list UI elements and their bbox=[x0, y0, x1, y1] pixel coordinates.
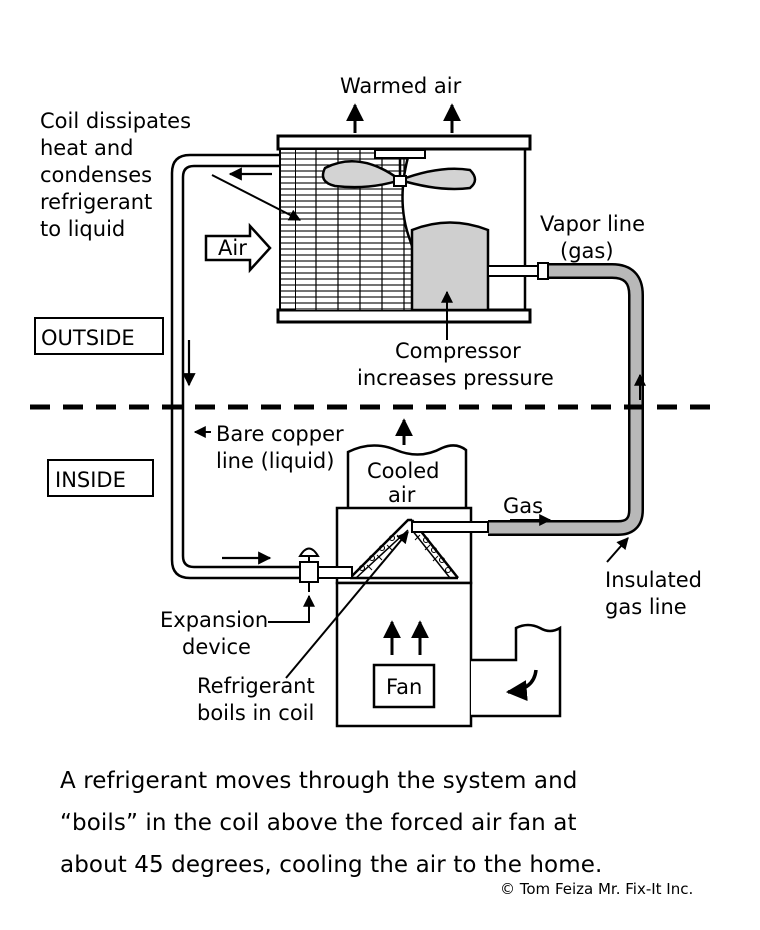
insulated-line-label: Insulated bbox=[605, 568, 702, 592]
leader-lines bbox=[193, 174, 629, 679]
caption-line: about 45 degrees, cooling the air to the… bbox=[60, 852, 603, 878]
fan-label: Fan bbox=[386, 675, 422, 699]
copyright-credit: © Tom Feiza Mr. Fix-It Inc. bbox=[500, 880, 694, 898]
outside-label-box bbox=[34, 317, 164, 355]
indoor-furnace bbox=[298, 444, 562, 728]
refrigerant-boils-label: Refrigerant bbox=[197, 674, 315, 698]
air-intake-arrow bbox=[204, 222, 272, 274]
compressor-label: Compressor bbox=[395, 339, 521, 363]
coil-note-line: to liquid bbox=[40, 217, 125, 241]
compressor-label: increases pressure bbox=[357, 366, 554, 390]
insulated-line-label: gas line bbox=[605, 595, 687, 619]
coil-note-line: condenses bbox=[40, 163, 152, 187]
gas-label: Gas bbox=[503, 494, 543, 518]
coil-note-line: refrigerant bbox=[40, 190, 152, 214]
warmed-air-label: Warmed air bbox=[340, 74, 462, 98]
warmed-air-arrows bbox=[346, 103, 461, 133]
expansion-device-label: device bbox=[182, 635, 251, 659]
caption: A refrigerant moves through the system a… bbox=[60, 760, 740, 886]
caption-line: “boils” in the coil above the forced air… bbox=[60, 810, 577, 836]
insulated-vapor-line bbox=[488, 262, 646, 536]
air-label: Air bbox=[218, 236, 247, 260]
caption-line: A refrigerant moves through the system a… bbox=[60, 768, 578, 794]
liquid-flow-arrows bbox=[182, 167, 272, 565]
bare-copper-liquid-line bbox=[170, 153, 300, 580]
vapor-line-label: Vapor line bbox=[540, 212, 645, 236]
inside-label: INSIDE bbox=[55, 468, 126, 492]
inside-label-box bbox=[47, 459, 154, 497]
outside-label: OUTSIDE bbox=[41, 326, 135, 350]
vapor-line-label: (gas) bbox=[560, 239, 614, 263]
cooled-air-label: Cooled bbox=[367, 459, 439, 483]
coil-note-line: Coil dissipates bbox=[40, 109, 191, 133]
coil-note-line: heat and bbox=[40, 136, 134, 160]
cooled-air-label: air bbox=[388, 483, 416, 507]
refrigerant-boils-label: boils in coil bbox=[197, 701, 314, 725]
coil-note: Coil dissipates heat and condenses refri… bbox=[40, 109, 191, 241]
expansion-device-label: Expansion bbox=[160, 608, 268, 632]
outdoor-condenser-unit bbox=[276, 134, 541, 324]
bare-copper-label: line (liquid) bbox=[216, 449, 334, 473]
bare-copper-label: Bare copper bbox=[216, 422, 344, 446]
